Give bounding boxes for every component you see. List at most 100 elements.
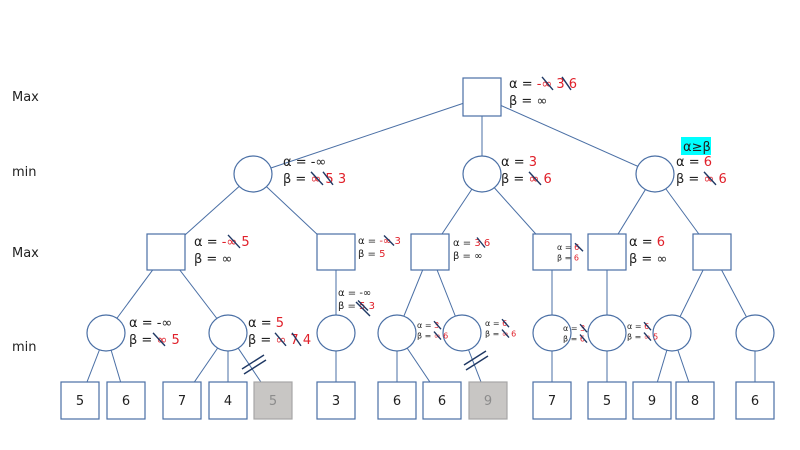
beta-value: 5: [379, 249, 385, 260]
alpha-beta-labels: α = -∞ 3 6β = ∞α = -∞β = ∞ 5 3α = 3β = ∞…: [129, 77, 727, 348]
strike-beta-m1: [310, 171, 324, 186]
strike-beta-n7: [643, 332, 652, 342]
leaf-box: [60, 381, 100, 420]
beta-value: 5: [171, 333, 179, 348]
alpha-label: α = -∞: [129, 316, 172, 331]
strike-beta-n5: [501, 329, 510, 339]
prune-marks: [152, 76, 717, 375]
strike-beta-n4: [433, 331, 442, 341]
strike-alpha-M3: [476, 237, 486, 248]
level-label-max-2: Max: [12, 246, 39, 261]
strike-beta-n2: [274, 332, 287, 347]
max-node-4: [532, 233, 572, 271]
edge-root-min3: [481, 96, 656, 175]
alpha-line-M1: α = -∞ 5: [194, 235, 250, 250]
max-node-6: [692, 233, 732, 271]
beta-value: 3: [338, 172, 346, 187]
alpha-label: α =: [453, 238, 474, 249]
min-leaf-parent-8: [652, 314, 692, 352]
beta-line-root: β = ∞: [509, 94, 547, 109]
beta-line-m1: β = ∞ 5 3: [283, 172, 346, 187]
alpha-label: α = -∞: [283, 155, 326, 170]
beta-label: β =: [338, 301, 359, 312]
prune-mark-1: [243, 359, 267, 375]
beta-label: β =: [627, 332, 644, 341]
alpha-line-n4: α = 3: [417, 321, 439, 330]
alpha-old-value: -∞: [379, 236, 394, 247]
beta-line-M5: β = ∞: [629, 252, 667, 267]
beta-line-n6: β = 6: [563, 334, 585, 343]
max-node-3: [410, 233, 450, 271]
alpha-line-m3: α = 6: [676, 155, 712, 170]
strike-beta-m1: [322, 171, 334, 186]
max-node-1: [146, 233, 186, 271]
leaf-box: [106, 381, 146, 420]
leaf-box: [208, 381, 248, 420]
alpha-line-n6: α = 3: [563, 324, 585, 333]
leaf-value: 7: [178, 394, 186, 409]
strike-alpha-n5: [501, 318, 510, 328]
alpha-line-m1: α = -∞: [283, 155, 326, 170]
leaf-value: 9: [484, 394, 492, 409]
alpha-label: α =: [676, 155, 704, 170]
beta-label: β = ∞: [629, 252, 667, 267]
leaf-value: 7: [548, 394, 556, 409]
alpha-label: α =: [627, 322, 644, 331]
beta-line-n2: β = ∞ 7 4: [248, 333, 311, 348]
leaf-box: [587, 381, 627, 420]
beta-value: 6: [574, 253, 579, 262]
leaf-value: 5: [269, 394, 277, 409]
leaf-box: [162, 381, 202, 420]
leaf-value: 3: [332, 394, 340, 409]
leaf-box: [532, 381, 572, 420]
max-node-2: [316, 233, 356, 271]
leaf-box: [675, 381, 715, 420]
beta-line-n5: β = ∞ 6: [485, 329, 516, 338]
alpha-label: α =: [485, 319, 502, 328]
leaf-value: 8: [691, 394, 699, 409]
alpha-line-M2b: α = -∞: [338, 288, 371, 299]
edge-root-min1: [252, 96, 483, 175]
alpha-value: 3: [394, 236, 400, 247]
leaf-box: [735, 381, 775, 420]
beta-label: β =: [501, 172, 528, 187]
alpha-old-value: 6: [574, 243, 579, 252]
alpha-line-n7: α = 6: [627, 322, 649, 331]
level-label-min-2: min: [12, 340, 37, 355]
beta-line-M2: β = 5: [358, 249, 386, 260]
alpha-label: α =: [501, 155, 529, 170]
strike-alpha-M2: [383, 235, 395, 246]
leaf-box: [316, 381, 356, 420]
beta-line-n1: β = ∞ 5: [129, 333, 180, 348]
alpha-value: 6: [657, 235, 665, 250]
alpha-value: 3: [580, 324, 585, 333]
alpha-value: 6: [502, 319, 507, 328]
beta-value: 5: [653, 332, 658, 341]
alpha-label: α = -∞: [338, 288, 371, 299]
cutoff-highlight: [681, 137, 711, 155]
beta-label: β = ∞: [509, 94, 547, 109]
strike-beta-n1: [152, 332, 166, 347]
alpha-value: 6: [644, 322, 649, 331]
beta-label: β =: [358, 249, 379, 260]
root-max-node: [462, 77, 502, 117]
leaf-value: 6: [438, 394, 446, 409]
leaf-value: 6: [122, 394, 130, 409]
cutoff-label: α≥β: [683, 140, 711, 155]
beta-value: 3: [369, 301, 375, 312]
beta-value: 6: [511, 329, 516, 338]
beta-label: β =: [485, 329, 502, 338]
strike-alpha-root: [541, 76, 554, 91]
alpha-line-n5: α = 6: [485, 319, 507, 328]
alpha-value: 5: [241, 235, 249, 250]
alpha-line-M2: α = -∞ 3: [358, 236, 401, 247]
beta-old-value: ∞: [156, 333, 171, 348]
pruned-leaf-box: [468, 381, 508, 420]
alpha-label: α =: [417, 321, 434, 330]
strike-beta-m2: [528, 171, 542, 186]
alpha-value: 6: [704, 155, 712, 170]
min-leaf-parent-9: [735, 314, 775, 352]
beta-label: β =: [248, 333, 275, 348]
